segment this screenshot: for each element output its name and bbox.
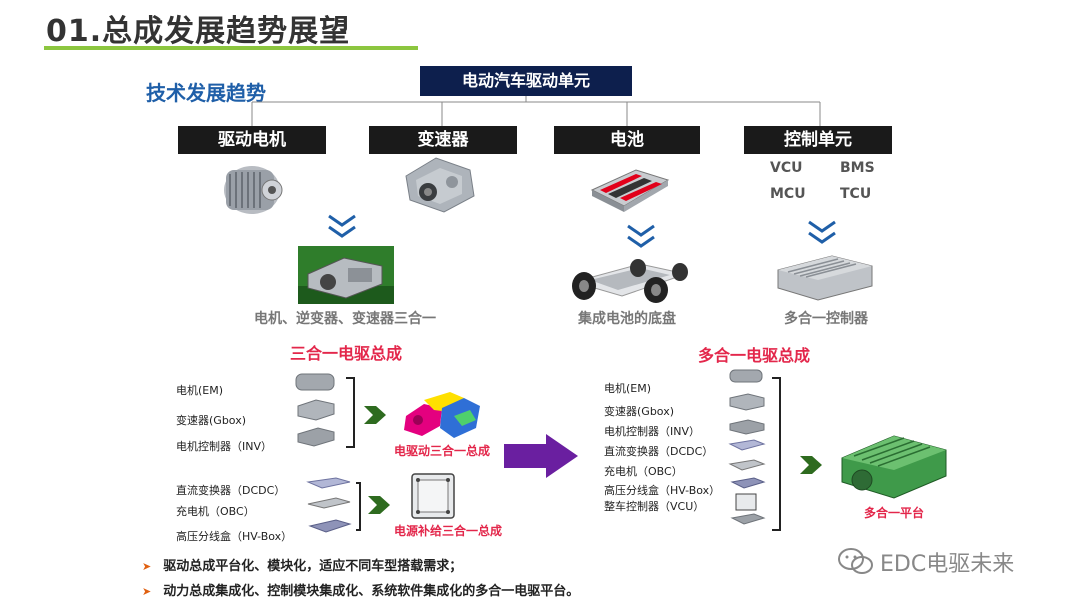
group1-item: 电机(EM) <box>176 384 224 397</box>
category-control-unit: 控制单元 <box>744 126 892 154</box>
multi-item: 电机(EM) <box>604 382 652 395</box>
abbr-tcu: TCU <box>840 186 872 202</box>
multi-in-one-title: 多合一电驱总成 <box>698 346 811 365</box>
multi-item: 直流变换器（DCDC） <box>604 445 714 458</box>
gearbox-image <box>405 157 475 213</box>
abbr-vcu: VCU <box>770 160 803 176</box>
group2-item: 高压分线盒（HV-Box） <box>176 530 293 543</box>
abbr-mcu: MCU <box>770 186 806 202</box>
bullet-arrow-icon: ➤ <box>142 560 152 573</box>
group2-item: 直流变换器（DCDC） <box>176 484 286 497</box>
power-supply-result-label: 电源补给三合一总成 <box>394 524 503 538</box>
multi-item: 充电机（OBC） <box>604 465 683 478</box>
multi-in-one-platform-image <box>841 435 947 499</box>
big-arrow-right-icon <box>504 434 578 478</box>
e-drive-result-label: 电驱动三合一总成 <box>394 444 491 458</box>
multi-item: 变速器(Gbox) <box>604 405 674 418</box>
multi-item: 电机控制器（INV） <box>604 425 700 438</box>
battery-chassis-image <box>572 259 688 303</box>
arrow-right-icon <box>364 406 386 424</box>
multi-result-label: 多合一平台 <box>864 506 925 520</box>
group1-item: 电机控制器（INV） <box>176 440 272 453</box>
chevron-down-icon <box>627 224 655 248</box>
chevron-down-icon <box>328 214 356 238</box>
category-motor: 驱动电机 <box>178 126 326 154</box>
bullet-point: ➤ 驱动总成平台化、模块化，适应不同车型搭载需求； <box>142 555 462 574</box>
three-in-one-photo <box>298 246 394 304</box>
section-subtitle: 技术发展趋势 <box>146 81 266 105</box>
category-battery: 电池 <box>554 126 700 154</box>
e-drive-three-in-one-image <box>404 392 480 438</box>
multi-thumbnails <box>728 369 766 525</box>
title-underline <box>44 46 418 50</box>
group1-item: 变速器(Gbox) <box>176 414 246 427</box>
arrow-right-icon <box>368 496 390 514</box>
battery-image <box>590 169 670 212</box>
arrow-right-icon <box>800 456 822 474</box>
abbr-bms: BMS <box>840 160 875 176</box>
label-multi-controller: 多合一控制器 <box>784 311 868 327</box>
three-in-one-title: 三合一电驱总成 <box>290 344 403 363</box>
multi-item: 整车控制器（VCU） <box>604 500 705 513</box>
group1-thumbnails <box>295 373 335 447</box>
root-node: 电动汽车驱动单元 <box>420 66 632 96</box>
power-supply-three-in-one-image <box>411 473 455 519</box>
multi-controller-image <box>777 255 873 301</box>
page-title: 01.总成发展趋势展望 <box>46 14 351 49</box>
bullet-text: 驱动总成平台化、模块化，适应不同车型搭载需求； <box>163 559 463 574</box>
bullet-point: ➤ 动力总成集成化、控制模块集成化、系统软件集成化的多合一电驱平台。 <box>142 580 579 599</box>
label-battery-chassis: 集成电池的底盘 <box>578 311 676 327</box>
chevron-down-icon <box>808 220 836 244</box>
bullet-text: 动力总成集成化、控制模块集成化、系统软件集成化的多合一电驱平台。 <box>163 584 580 599</box>
category-gearbox: 变速器 <box>369 126 517 154</box>
group2-thumbnails <box>306 477 352 533</box>
group2-item: 充电机（OBC） <box>176 505 255 518</box>
motor-image <box>224 166 283 214</box>
bullet-arrow-icon: ➤ <box>142 585 152 598</box>
multi-item: 高压分线盒（HV-Box） <box>604 484 721 497</box>
wechat-icon <box>838 548 873 574</box>
label-three-in-one: 电机、逆变器、变速器三合一 <box>254 311 436 327</box>
watermark-text: EDC电驱未来 <box>880 552 1015 577</box>
